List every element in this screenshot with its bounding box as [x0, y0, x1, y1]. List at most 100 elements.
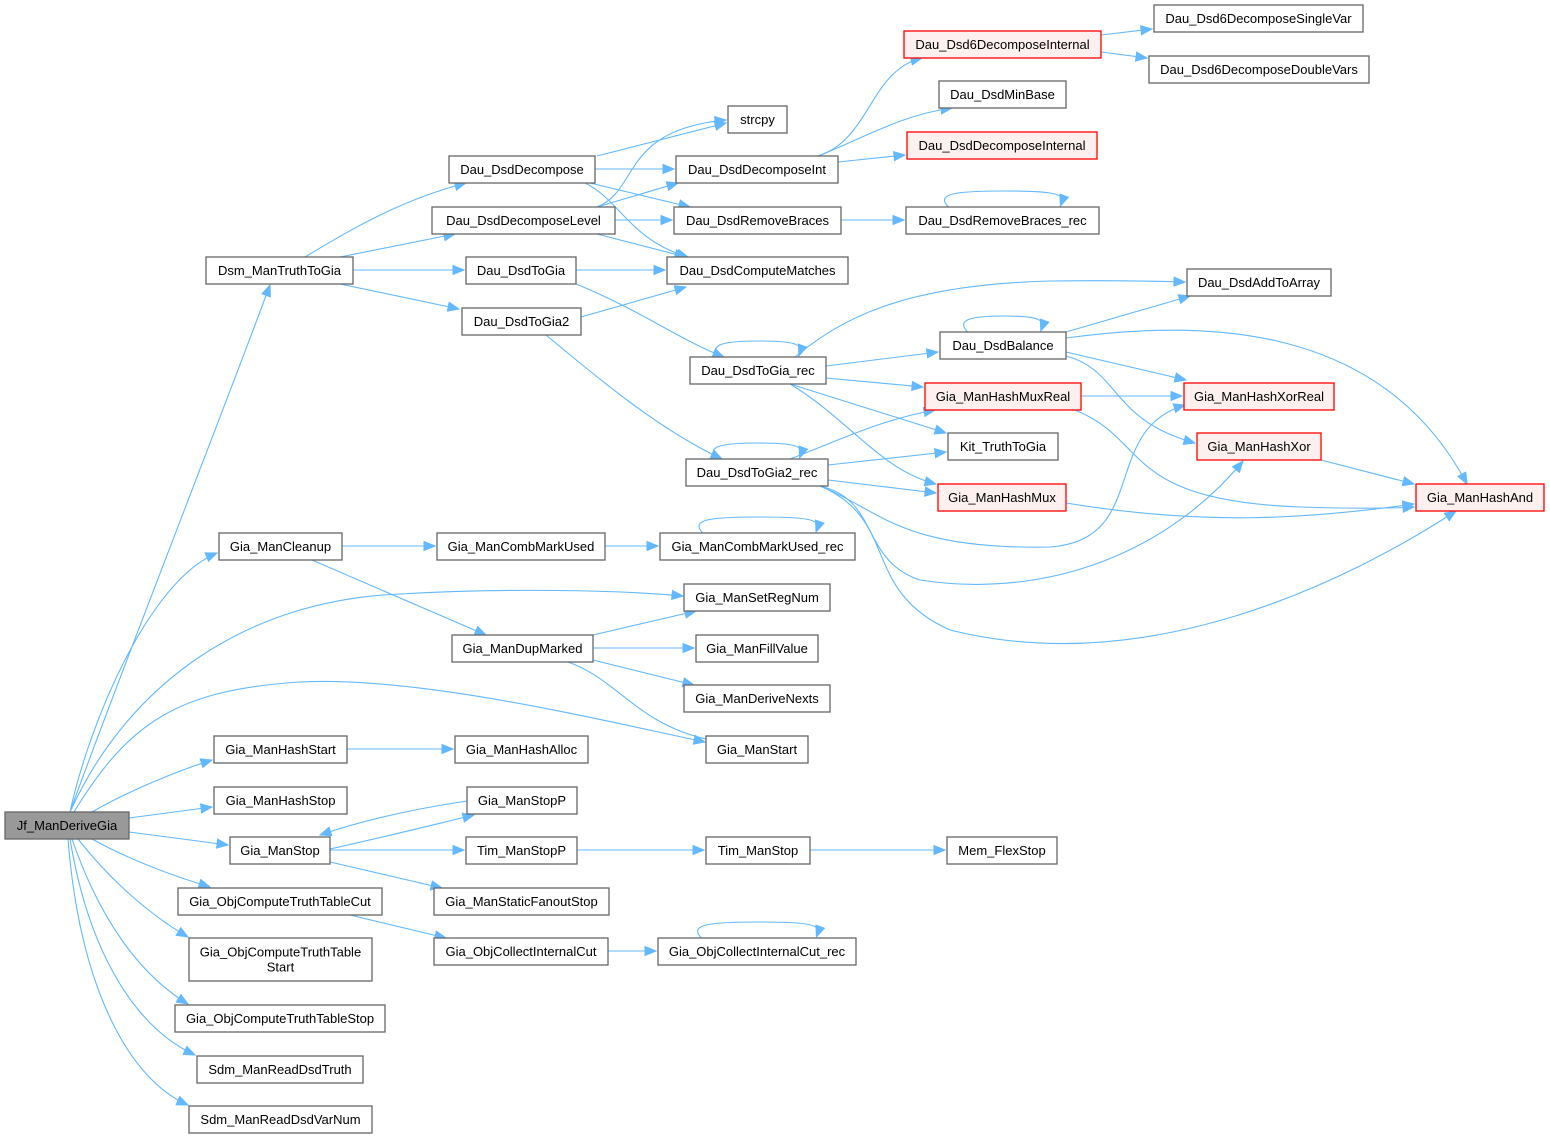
node-box[interactable]: [218, 532, 343, 561]
node-box[interactable]: [177, 887, 383, 916]
node-box[interactable]: [938, 80, 1067, 109]
node-box[interactable]: [188, 1105, 373, 1134]
node-box[interactable]: [436, 532, 606, 561]
node-dau-dsd-to-gia[interactable]: Dau_DsdToGia: [465, 256, 577, 285]
node-box[interactable]: [433, 887, 610, 916]
node-gia-obj-collect-internal-cut[interactable]: Gia_ObjCollectInternalCut: [433, 937, 609, 966]
node-gia-man-dup-marked[interactable]: Gia_ManDupMarked: [451, 634, 594, 663]
node-box[interactable]: [465, 256, 577, 285]
node-tim-man-stop-p[interactable]: Tim_ManStopP: [465, 836, 578, 865]
node-box[interactable]: [205, 256, 354, 285]
node-box[interactable]: [431, 206, 616, 235]
node-box[interactable]: [695, 634, 819, 663]
node-box[interactable]: [705, 836, 811, 865]
node-kit-truth-to-gia[interactable]: Kit_TruthToGia: [947, 432, 1059, 461]
node-gia-man-stop-p[interactable]: Gia_ManStopP: [466, 786, 578, 815]
node-tim-man-stop[interactable]: Tim_ManStop: [705, 836, 811, 865]
node-gia-man-cleanup[interactable]: Gia_ManCleanup: [218, 532, 343, 561]
node-gia-man-hash-xor[interactable]: Gia_ManHashXor: [1196, 432, 1322, 461]
node-gia-man-hash-mux-real[interactable]: Gia_ManHashMuxReal: [924, 382, 1082, 411]
node-box[interactable]: [454, 735, 589, 764]
node-jf-man-derive-gia[interactable]: Jf_ManDeriveGia: [4, 811, 130, 840]
node-box[interactable]: [727, 105, 788, 134]
node-dau-dsd-to-gia2[interactable]: Dau_DsdToGia2: [461, 307, 582, 336]
node-dau-dsd6-decompose-internal[interactable]: Dau_Dsd6DecomposeInternal: [903, 30, 1102, 59]
node-dau-dsd6-decompose-single-var[interactable]: Dau_Dsd6DecomposeSingleVar: [1153, 4, 1364, 33]
node-gia-obj-compute-truth-table-cut[interactable]: Gia_ObjComputeTruthTableCut: [177, 887, 383, 916]
node-gia-man-static-fanout-stop[interactable]: Gia_ManStaticFanoutStop: [433, 887, 610, 916]
node-box[interactable]: [946, 836, 1058, 865]
node-box[interactable]: [229, 836, 331, 865]
node-dau-dsd-to-gia-rec[interactable]: Dau_DsdToGia_rec: [689, 356, 827, 385]
node-box[interactable]: [1153, 4, 1364, 33]
node-box[interactable]: [1415, 483, 1545, 512]
node-box[interactable]: [1148, 55, 1370, 84]
node-box[interactable]: [213, 786, 348, 815]
node-dau-dsd-decompose-int[interactable]: Dau_DsdDecomposeInt: [675, 155, 839, 184]
node-mem-flex-stop[interactable]: Mem_FlexStop: [946, 836, 1058, 865]
node-gia-obj-collect-internal-cut-rec[interactable]: Gia_ObjCollectInternalCut_rec: [657, 937, 857, 966]
node-box[interactable]: [1196, 432, 1322, 461]
node-dau-dsd-compute-matches[interactable]: Dau_DsdComputeMatches: [666, 256, 849, 285]
node-gia-man-hash-start[interactable]: Gia_ManHashStart: [213, 735, 348, 764]
node-box[interactable]: [939, 331, 1067, 360]
node-gia-man-hash-xor-real[interactable]: Gia_ManHashXorReal: [1183, 382, 1335, 411]
node-box[interactable]: [924, 382, 1082, 411]
node-dau-dsd-remove-braces-rec[interactable]: Dau_DsdRemoveBraces_rec: [905, 206, 1100, 235]
node-box[interactable]: [1186, 268, 1332, 297]
node-gia-obj-compute-truth-table-stop[interactable]: Gia_ObjComputeTruthTableStop: [174, 1004, 386, 1033]
node-box[interactable]: [461, 307, 582, 336]
node-box[interactable]: [937, 483, 1067, 512]
node-box[interactable]: [905, 206, 1100, 235]
node-gia-man-hash-alloc[interactable]: Gia_ManHashAlloc: [454, 735, 589, 764]
node-box[interactable]: [685, 458, 829, 487]
node-box[interactable]: [659, 532, 856, 561]
node-box[interactable]: [1183, 382, 1335, 411]
node-gia-man-stop[interactable]: Gia_ManStop: [229, 836, 331, 865]
node-gia-man-comb-mark-used[interactable]: Gia_ManCombMarkUsed: [436, 532, 606, 561]
node-box[interactable]: [906, 131, 1098, 160]
node-gia-man-hash-stop[interactable]: Gia_ManHashStop: [213, 786, 348, 815]
node-box[interactable]: [4, 811, 130, 840]
node-dau-dsd6-decompose-double-vars[interactable]: Dau_Dsd6DecomposeDoubleVars: [1148, 55, 1370, 84]
node-box[interactable]: [947, 432, 1059, 461]
node-dau-dsd-remove-braces[interactable]: Dau_DsdRemoveBraces: [673, 206, 842, 235]
node-box[interactable]: [673, 206, 842, 235]
node-box[interactable]: [451, 634, 594, 663]
node-box[interactable]: [174, 1004, 386, 1033]
node-dau-dsd-min-base[interactable]: Dau_DsdMinBase: [938, 80, 1067, 109]
node-gia-man-start[interactable]: Gia_ManStart: [705, 735, 809, 764]
node-gia-man-hash-mux[interactable]: Gia_ManHashMux: [937, 483, 1067, 512]
node-gia-man-derive-nexts[interactable]: Gia_ManDeriveNexts: [683, 684, 831, 713]
node-dau-dsd-add-to-array[interactable]: Dau_DsdAddToArray: [1186, 268, 1332, 297]
node-gia-man-comb-mark-used-rec[interactable]: Gia_ManCombMarkUsed_rec: [659, 532, 856, 561]
node-strcpy[interactable]: strcpy: [727, 105, 788, 134]
node-box[interactable]: [188, 937, 373, 982]
node-box[interactable]: [448, 155, 596, 184]
node-box[interactable]: [196, 1055, 364, 1084]
node-dau-dsd-decompose-level[interactable]: Dau_DsdDecomposeLevel: [431, 206, 616, 235]
node-box[interactable]: [213, 735, 348, 764]
node-dsm-man-truth-to-gia[interactable]: Dsm_ManTruthToGia: [205, 256, 354, 285]
node-box[interactable]: [683, 684, 831, 713]
node-sdm-man-read-dsd-var-num[interactable]: Sdm_ManReadDsdVarNum: [188, 1105, 373, 1134]
node-dau-dsd-decompose[interactable]: Dau_DsdDecompose: [448, 155, 596, 184]
node-box[interactable]: [433, 937, 609, 966]
node-box[interactable]: [705, 735, 809, 764]
node-box[interactable]: [466, 786, 578, 815]
node-box[interactable]: [903, 30, 1102, 59]
node-box[interactable]: [657, 937, 857, 966]
node-gia-man-set-reg-num[interactable]: Gia_ManSetRegNum: [683, 583, 831, 612]
node-box[interactable]: [675, 155, 839, 184]
node-gia-man-fill-value[interactable]: Gia_ManFillValue: [695, 634, 819, 663]
node-box[interactable]: [666, 256, 849, 285]
node-sdm-man-read-dsd-truth[interactable]: Sdm_ManReadDsdTruth: [196, 1055, 364, 1084]
node-box[interactable]: [465, 836, 578, 865]
node-dau-dsd-to-gia2-rec[interactable]: Dau_DsdToGia2_rec: [685, 458, 829, 487]
node-box[interactable]: [683, 583, 831, 612]
node-dau-dsd-decompose-internal[interactable]: Dau_DsdDecomposeInternal: [906, 131, 1098, 160]
node-gia-man-hash-and[interactable]: Gia_ManHashAnd: [1415, 483, 1545, 512]
node-box[interactable]: [689, 356, 827, 385]
node-dau-dsd-balance[interactable]: Dau_DsdBalance: [939, 331, 1067, 360]
